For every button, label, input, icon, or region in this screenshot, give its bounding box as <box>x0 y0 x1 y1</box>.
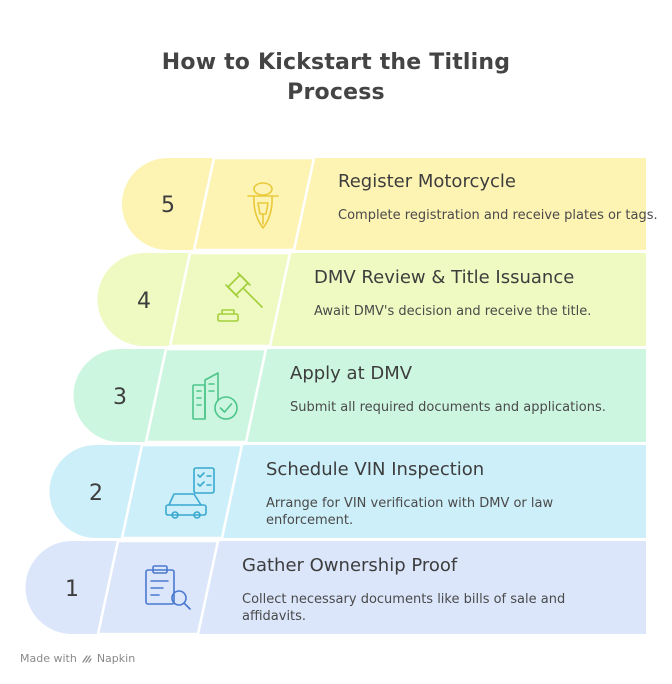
step-5-description: Complete registration and receive plates… <box>338 208 658 223</box>
step-4-text: DMV Review & Title Issuance Await DMV's … <box>314 267 644 320</box>
title-line-2: Process <box>287 80 385 105</box>
step-1-text: Gather Ownership Proof Collect necessary… <box>242 555 572 625</box>
step-3-heading: Apply at DMV <box>290 363 413 384</box>
document-search-icon <box>145 565 191 610</box>
step-1-description: Collect necessary documents like bills o… <box>242 592 566 624</box>
building-check-icon <box>192 372 238 420</box>
car-checklist-icon <box>165 467 215 519</box>
step-2-icon-panel <box>120 443 244 540</box>
step-4-icon-panel <box>168 251 292 348</box>
step-5: 5 <box>122 156 646 252</box>
step-5-heading: Register Motorcycle <box>338 171 516 192</box>
step-3: 3 <box>73 347 646 444</box>
step-2-heading: Schedule VIN Inspection <box>266 459 485 480</box>
step-5-text: Register Motorcycle Complete registratio… <box>338 171 668 224</box>
title-line-1: How to Kickstart the Titling <box>161 50 511 75</box>
step-1-number: 1 <box>65 577 79 602</box>
step-2-text: Schedule VIN Inspection Arrange for VIN … <box>266 459 596 529</box>
motorcycle-icon <box>247 182 279 229</box>
step-1-heading: Gather Ownership Proof <box>242 555 458 576</box>
napkin-logo-icon <box>82 654 92 663</box>
step-3-text: Apply at DMV Submit all required documen… <box>290 363 620 416</box>
diagram-title: How to Kickstart the Titling Process <box>0 48 672 108</box>
step-1: 1 <box>25 539 646 636</box>
napkin-brand: Napkin <box>96 652 136 665</box>
step-4-number: 4 <box>137 289 151 314</box>
step-3-number: 3 <box>113 385 127 410</box>
gavel-icon <box>217 272 263 322</box>
step-3-description: Submit all required documents and applic… <box>290 400 606 415</box>
step-4-heading: DMV Review & Title Issuance <box>314 267 575 288</box>
step-4: 4 <box>97 251 646 348</box>
step-2-description: Arrange for VIN verification with DMV or… <box>266 496 554 528</box>
made-with-label: Made with <box>20 652 77 665</box>
step-3-icon-panel <box>144 347 268 444</box>
step-2: 2 <box>49 443 646 540</box>
step-5-number: 5 <box>161 193 175 218</box>
step-2-number: 2 <box>89 481 103 506</box>
step-4-description: Await DMV's decision and receive the tit… <box>314 304 592 319</box>
made-with-napkin-footer: Made with Napkin <box>20 652 135 665</box>
